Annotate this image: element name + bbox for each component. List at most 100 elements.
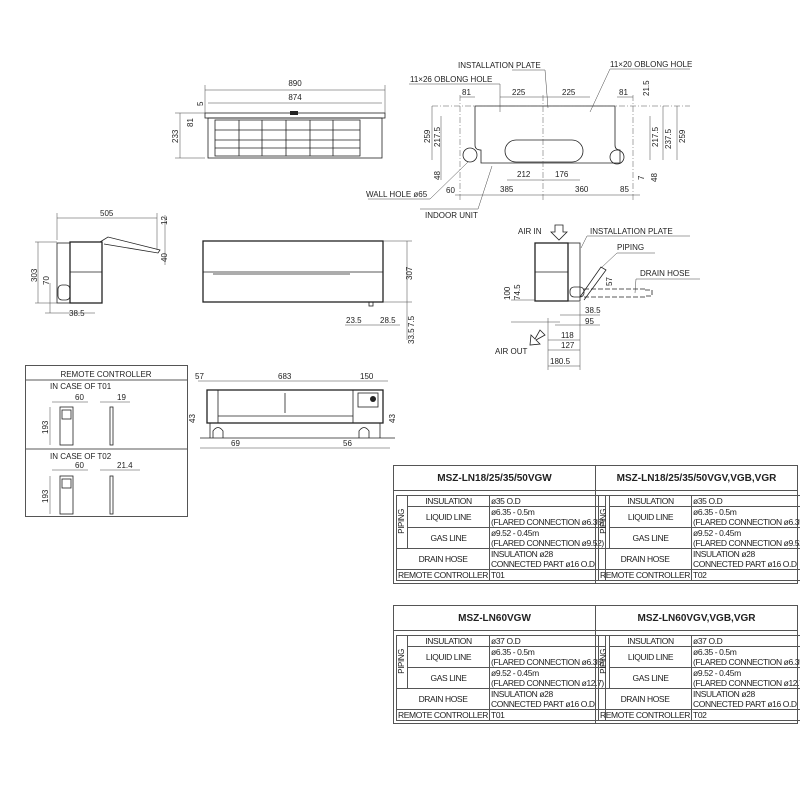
label-drain-hose: DRAIN HOSE [640, 269, 690, 278]
drain-hose-label: DRAIN HOSE [395, 548, 491, 570]
insulation-value: ø37 O.D [489, 635, 606, 647]
dim-127: 127 [561, 341, 575, 350]
model-name: MSZ-LN60VGV,VGB,VGR [637, 612, 756, 624]
dim-81: 81 [186, 118, 195, 127]
gas-line-label: GAS LINE [608, 527, 693, 549]
wall-hole-left [462, 147, 478, 163]
dim-307: 307 [405, 266, 414, 280]
dim-33-5: 33.5 [407, 328, 416, 344]
label-installation-plate: INSTALLATION PLATE [458, 61, 541, 70]
piping-spec-table: PIPING INSULATION ø35 O.D LIQUID LINE ø6… [395, 495, 606, 581]
remote-controller-title: REMOTE CONTROLLER [60, 370, 151, 379]
piping-spec-table: PIPING INSULATION ø37 O.D LIQUID LINE ø6… [395, 635, 606, 721]
piping-spec-table: PIPING INSULATION ø35 O.D LIQUID LINE ø6… [597, 495, 800, 581]
dim-12: 12 [160, 216, 169, 225]
remote-controller-value: T02 [691, 709, 800, 721]
dim-95: 95 [585, 317, 594, 326]
dim-225-right: 225 [562, 88, 576, 97]
dim-150: 150 [360, 372, 374, 381]
t02-height: 193 [41, 489, 50, 503]
insulation-label: INSULATION [608, 495, 693, 507]
drain-hose-label: DRAIN HOSE [395, 688, 491, 710]
top-clip [290, 111, 298, 115]
dim-38-5-side: 38.5 [585, 306, 601, 315]
dim-69: 69 [231, 439, 240, 448]
bottom-view: 57 683 150 43 69 56 43 [188, 372, 397, 449]
liquid-line-value: ø6.35 - 0.5m(FLARED CONNECTION ø6.35) [489, 646, 606, 668]
dim-5: 5 [196, 101, 205, 106]
remote-controller-label: REMOTE CONTROLLER [597, 569, 693, 581]
remote-controller-value: T02 [691, 569, 800, 581]
t01-height: 193 [41, 420, 50, 434]
dim-74-5: 74.5 [513, 284, 522, 300]
gas-line-label: GAS LINE [406, 527, 491, 549]
gas-line-value: ø9.52 - 0.45m(FLARED CONNECTION ø12.7) [691, 667, 800, 689]
piping-spec-table: PIPING INSULATION ø37 O.D LIQUID LINE ø6… [597, 635, 800, 721]
gas-line-value: ø9.52 - 0.45m(FLARED CONNECTION ø12.7) [489, 667, 606, 689]
dim-237-5: 237.5 [664, 128, 673, 149]
remote-controller-value: T01 [489, 569, 606, 581]
dim-40: 40 [160, 253, 169, 262]
grille [214, 119, 361, 157]
right-side-view: AIR IN INSTALLATION PLATE PIPING DRAIN H… [495, 224, 700, 370]
dim-100: 100 [503, 286, 512, 300]
liquid-line-label: LIQUID LINE [406, 646, 491, 668]
dim-217-5-left: 217.5 [433, 126, 442, 147]
insulation-label: INSULATION [406, 495, 491, 507]
liquid-line-value: ø6.35 - 0.5m(FLARED CONNECTION ø6.35) [691, 646, 800, 668]
dim-360: 360 [575, 185, 589, 194]
unit-body [207, 117, 383, 159]
case-t02-title: IN CASE OF T02 [50, 452, 112, 461]
gas-line-label: GAS LINE [608, 667, 693, 689]
insulation-value: ø37 O.D [691, 635, 800, 647]
dim-23-5: 23.5 [346, 316, 362, 325]
dim-385: 385 [500, 185, 514, 194]
dim-60: 60 [446, 186, 455, 195]
top-view: 890 874 5 81 233 [171, 79, 386, 159]
plate-slot [504, 139, 584, 163]
dim-180-5: 180.5 [550, 357, 571, 366]
wall-hole-right [609, 149, 625, 165]
insulation-label: INSULATION [608, 635, 693, 647]
t01-depth: 19 [117, 393, 126, 402]
dim-505: 505 [100, 209, 114, 218]
dim-303: 303 [30, 268, 39, 282]
dim-118: 118 [561, 331, 574, 340]
dim-81-right: 81 [619, 88, 628, 97]
remote-controller-label: REMOTE CONTROLLER [395, 709, 491, 721]
air-out-arrow-icon [529, 329, 546, 346]
dim-57-bottom: 57 [195, 372, 204, 381]
dim-21-5: 21.5 [642, 80, 651, 96]
dim-874: 874 [288, 93, 302, 102]
liquid-line-label: LIQUID LINE [406, 506, 491, 528]
liquid-line-value: ø6.35 - 0.5m(FLARED CONNECTION ø6.35) [691, 506, 800, 528]
dim-225-left: 225 [512, 88, 526, 97]
dim-85: 85 [620, 185, 629, 194]
dim-43-right: 43 [388, 414, 397, 423]
dim-81-left: 81 [462, 88, 471, 97]
gas-line-value: ø9.52 - 0.45m(FLARED CONNECTION ø9.52) [691, 527, 800, 549]
dim-70: 70 [42, 276, 51, 285]
remote-controller-value: T01 [489, 709, 606, 721]
dim-217-5-right: 217.5 [651, 126, 660, 147]
remote-controller-box [25, 365, 188, 517]
label-piping: PIPING [617, 243, 644, 252]
label-wall-hole: WALL HOLE ø65 [366, 190, 428, 199]
gas-line-value: ø9.52 - 0.45m(FLARED CONNECTION ø9.52) [489, 527, 606, 549]
gas-line-label: GAS LINE [406, 667, 491, 689]
installation-plate-view: INSTALLATION PLATE 11×26 OBLONG HOLE 11×… [366, 60, 692, 220]
liquid-line-value: ø6.35 - 0.5m(FLARED CONNECTION ø6.35) [489, 506, 606, 528]
model-name: MSZ-LN18/25/35/50VGV,VGB,VGR [616, 472, 777, 484]
t02-width: 60 [75, 461, 84, 470]
label-11x20-oblong-hole: 11×20 OBLONG HOLE [610, 60, 692, 69]
drain-hose-label: DRAIN HOSE [597, 548, 693, 570]
insulation-value: ø35 O.D [691, 495, 800, 507]
dim-7: 7 [637, 175, 646, 180]
dim-259-left: 259 [423, 129, 432, 143]
